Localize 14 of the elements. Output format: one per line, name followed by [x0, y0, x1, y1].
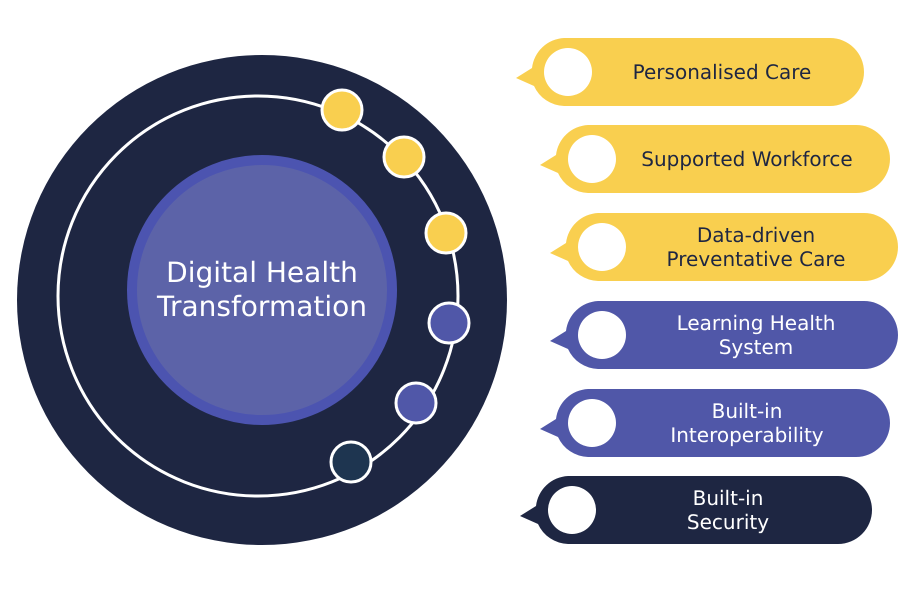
callout-label: Learning Health System: [676, 310, 836, 361]
center-title: Digital Health Transformation: [156, 255, 368, 325]
callout-label: Personalised Care: [632, 59, 812, 86]
speech-bubble: [520, 476, 872, 544]
speech-bubble: [540, 125, 890, 193]
callout-label: Data-driven Preventative Care: [666, 222, 846, 273]
speech-bubble: [516, 38, 864, 106]
callout-label: Supported Workforce: [640, 146, 854, 173]
speech-bubble: [540, 389, 890, 457]
callout-label: Built-in Security: [686, 485, 770, 536]
center-circle: [127, 155, 397, 425]
speech-bubble: [550, 213, 898, 281]
callout-label: Built-in Interoperability: [669, 398, 825, 449]
speech-bubble: [550, 301, 898, 369]
